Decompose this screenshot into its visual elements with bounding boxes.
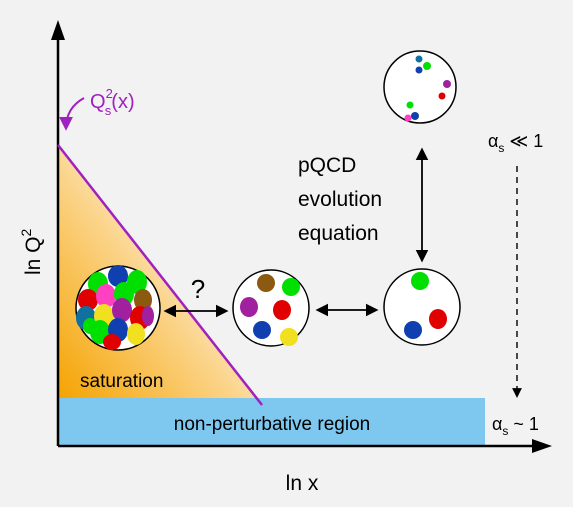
- evolution-label-line1: pQCD: [298, 154, 356, 177]
- saturation-line-pointer-icon: [59, 97, 85, 131]
- coupling-strong-label: αs ~ 1: [492, 414, 539, 438]
- saturation-line: [57, 144, 263, 406]
- very-dilute-proton: [383, 50, 457, 124]
- saturated-proton: [75, 265, 161, 351]
- x-axis-label: ln x: [286, 472, 319, 495]
- nonperturbative-label: non-perturbative region: [174, 414, 370, 435]
- evolution-label-line3: equation: [298, 222, 379, 245]
- coupling-weak-label: αs ≪ 1: [488, 131, 543, 155]
- saturation-label: saturation: [80, 371, 163, 392]
- medium-proton: [232, 269, 310, 347]
- evolution-label-line2: evolution: [298, 188, 382, 211]
- question-mark: ?: [191, 274, 205, 304]
- nonperturbative-region: [58, 398, 485, 446]
- y-axis-arrow-icon: [51, 20, 65, 40]
- dilute-proton: [383, 268, 461, 346]
- y-axis-label: ln Q2: [18, 228, 45, 275]
- x-axis-arrow-icon: [532, 439, 552, 453]
